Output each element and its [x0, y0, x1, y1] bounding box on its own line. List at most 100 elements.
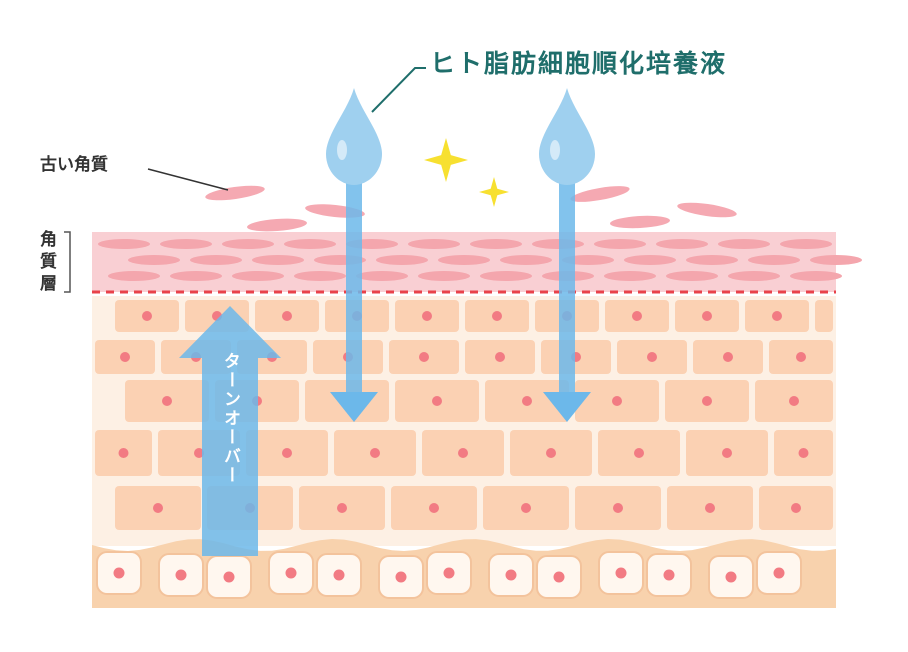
basal-cell-nucleus [395, 571, 407, 583]
old-keratin-flake [247, 218, 307, 232]
right-droplet [539, 88, 595, 185]
left-down-arrow-head [330, 392, 378, 422]
stratum-corneum-label-3: 層 [40, 274, 57, 294]
cell-nucleus [142, 311, 152, 321]
basal-cell-nucleus [663, 569, 675, 581]
cell-nucleus [613, 503, 623, 513]
turnover-label: ターンオーバー [220, 352, 240, 485]
basal-cell-nucleus [725, 571, 737, 583]
keratin-cell [98, 239, 150, 249]
cell-nucleus [791, 503, 801, 513]
cell-nucleus [789, 396, 799, 406]
cell-nucleus [458, 448, 468, 458]
cell-nucleus [634, 448, 644, 458]
cell-nucleus [723, 352, 733, 362]
keratin-cell [686, 255, 738, 265]
keratin-cell [780, 239, 832, 249]
old-keratin-flake [570, 186, 630, 202]
keratin-cell [594, 239, 646, 249]
old-keratin-flake [610, 215, 670, 229]
keratin-cell [108, 271, 160, 281]
keratin-cell [160, 239, 212, 249]
basal-cell-nucleus [505, 569, 517, 581]
cell-nucleus [432, 396, 442, 406]
keratin-cell [418, 271, 470, 281]
left-droplet-highlight [337, 140, 347, 160]
cell-nucleus [702, 396, 712, 406]
leader-lines [64, 67, 426, 293]
keratin-cell [604, 271, 656, 281]
cell-nucleus [419, 352, 429, 362]
old-keratin-flake [677, 202, 737, 218]
keratin-cell [252, 255, 304, 265]
keratin-cell [232, 271, 284, 281]
cell-nucleus [162, 396, 172, 406]
old-keratin-leader [147, 168, 229, 191]
keratin-cell [222, 239, 274, 249]
cell-nucleus [495, 352, 505, 362]
culture-fluid-title: ヒト脂肪細胞順化培養液 [430, 49, 728, 78]
basal-cell-nucleus [223, 571, 235, 583]
cell-nucleus [492, 311, 502, 321]
culture-droplets [326, 88, 595, 185]
cell-nucleus [337, 503, 347, 513]
keratin-cell [408, 239, 460, 249]
keratin-cell [656, 239, 708, 249]
penetration-arrows [179, 180, 591, 556]
basal-cell-nucleus [443, 567, 455, 579]
cell-nucleus [521, 503, 531, 513]
stratum-corneum-bracket [64, 231, 71, 293]
sparkles [424, 138, 509, 207]
basal-layer [92, 539, 836, 608]
keratin-cell [718, 239, 770, 249]
old-keratin-flake [205, 185, 265, 201]
basal-cell-nucleus [773, 567, 785, 579]
keratin-cell [376, 255, 428, 265]
old-keratin-label: 古い角質 [40, 155, 108, 175]
basal-cell-nucleus [333, 569, 345, 581]
keratin-cell [470, 239, 522, 249]
keratin-cell [190, 255, 242, 265]
right-down-arrow-shaft [559, 180, 575, 392]
stratum-corneum-label-1: 角 [40, 230, 57, 250]
cell-nucleus [282, 311, 292, 321]
old-keratin-flakes [205, 185, 737, 232]
keratin-cell [532, 239, 584, 249]
cell-nucleus [798, 448, 809, 458]
basal-cell-nucleus [113, 567, 125, 579]
basal-cell-nucleus [175, 569, 187, 581]
keratin-cell [624, 255, 676, 265]
keratin-cell [480, 271, 532, 281]
cell-nucleus [422, 311, 432, 321]
stratum-corneum-label-2: 質 [40, 252, 57, 272]
keratin-cell [170, 271, 222, 281]
keratin-cell [438, 255, 490, 265]
cell-nucleus [702, 311, 712, 321]
keratin-cell [356, 271, 408, 281]
keratin-cell [728, 271, 780, 281]
left-droplet [326, 88, 382, 185]
cell-nucleus [632, 311, 642, 321]
keratin-cell [810, 255, 862, 265]
basal-cell-nucleus [615, 567, 627, 579]
stratum-corneum-layer [92, 232, 862, 294]
keratin-cell [128, 255, 180, 265]
cell-nucleus [796, 352, 806, 362]
cell-nucleus [153, 503, 163, 513]
cell-nucleus [429, 503, 439, 513]
epidermal-cell [815, 300, 833, 332]
cell-nucleus [772, 311, 782, 321]
cell-nucleus [612, 396, 622, 406]
keratin-cell [284, 239, 336, 249]
basal-cell-nucleus [553, 571, 565, 583]
right-droplet-highlight [550, 140, 560, 160]
turnover-arrow [179, 306, 281, 556]
keratin-cell [666, 271, 718, 281]
large-sparkle [424, 138, 468, 182]
keratin-cell [748, 255, 800, 265]
cell-nucleus [194, 448, 204, 458]
cell-nucleus [120, 352, 130, 362]
keratin-cell [294, 271, 346, 281]
cell-nucleus [647, 352, 657, 362]
